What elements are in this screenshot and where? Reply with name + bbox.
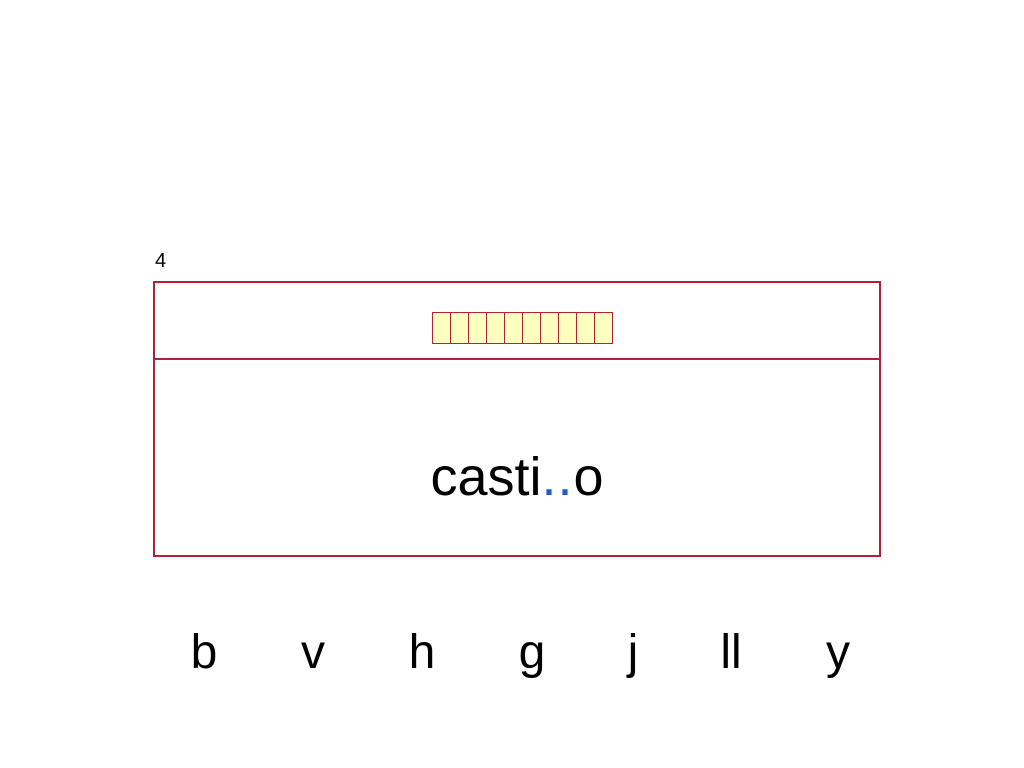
word-suffix: o [573, 447, 604, 507]
choice-g[interactable]: g [518, 626, 546, 679]
answer-tile[interactable] [576, 312, 595, 344]
answer-tile[interactable] [522, 312, 541, 344]
answer-tile[interactable] [540, 312, 559, 344]
choice-b[interactable]: b [190, 626, 218, 679]
answer-tile[interactable] [594, 312, 613, 344]
choice-v[interactable]: v [301, 626, 325, 679]
exercise-number: 4 [155, 250, 167, 272]
word-prefix: casti [430, 447, 542, 507]
answer-tile[interactable] [558, 312, 577, 344]
exercise-card: casti..o [153, 281, 881, 557]
incomplete-word: casti..o [155, 446, 879, 508]
answer-tile[interactable] [450, 312, 469, 344]
answer-header-row [155, 283, 879, 360]
answer-tile[interactable] [504, 312, 523, 344]
choice-j[interactable]: j [627, 626, 639, 679]
answer-tile[interactable] [432, 312, 451, 344]
answer-tile-strip [432, 312, 613, 344]
answer-tile[interactable] [486, 312, 505, 344]
choice-ll[interactable]: ll [720, 626, 742, 679]
letter-choices: b v h g j ll y [0, 625, 1024, 685]
choice-y[interactable]: y [826, 626, 850, 679]
answer-tile[interactable] [468, 312, 487, 344]
choice-h[interactable]: h [408, 626, 436, 679]
word-blank[interactable]: .. [541, 447, 574, 507]
